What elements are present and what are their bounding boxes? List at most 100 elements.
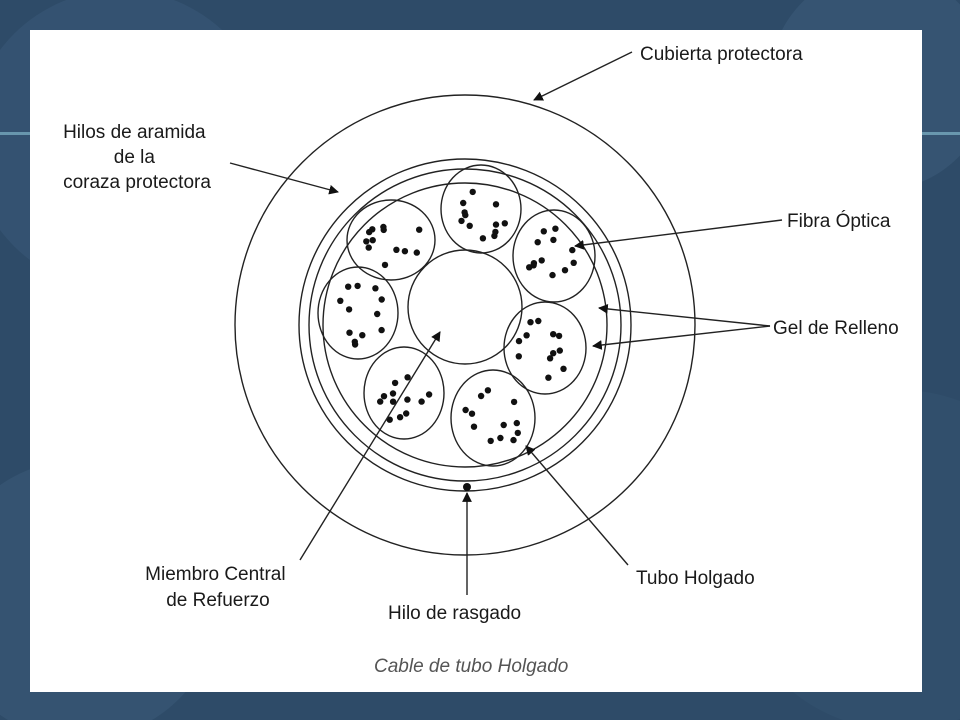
- optical-fiber: [569, 246, 576, 254]
- optical-fiber: [425, 391, 433, 398]
- optical-fiber: [354, 282, 361, 290]
- loose-tube-3: [512, 209, 596, 303]
- optical-fiber: [363, 238, 370, 245]
- arrow-fibra: [574, 219, 783, 250]
- central-strength-member: [407, 249, 523, 365]
- optical-fiber: [515, 353, 522, 360]
- outer-jacket-ring: [234, 94, 696, 556]
- optical-fiber: [510, 436, 517, 444]
- label-hilo: Hilo de rasgado: [388, 603, 521, 624]
- optical-fiber: [526, 264, 533, 271]
- optical-fiber: [404, 396, 411, 403]
- cable-cross-section-diagram: Cubierta protectora Hilos de aramida de …: [63, 44, 899, 677]
- optical-fiber: [470, 423, 478, 430]
- optical-fiber: [345, 283, 352, 290]
- label-miembro-line2: de Refuerzo: [166, 590, 270, 611]
- optical-fiber: [545, 374, 552, 381]
- loose-tube-2: [440, 164, 522, 254]
- rip-cord: [463, 483, 471, 491]
- optical-fiber: [403, 410, 410, 417]
- optical-fiber: [389, 390, 397, 397]
- optical-fiber: [513, 419, 520, 427]
- optical-fiber: [461, 209, 468, 216]
- optical-fiber: [550, 350, 557, 357]
- optical-fiber: [458, 217, 465, 225]
- optical-fiber: [365, 244, 372, 251]
- optical-fiber: [561, 267, 569, 274]
- arrow-cubierta: [533, 51, 633, 101]
- optical-fiber: [540, 228, 547, 235]
- label-aramida-line1: Hilos de aramida: [63, 122, 206, 143]
- optical-fiber: [492, 228, 499, 236]
- optical-fiber: [535, 317, 542, 325]
- arrow-tubo: [525, 445, 629, 566]
- optical-fiber: [552, 225, 559, 232]
- optical-fiber: [418, 398, 425, 405]
- optical-fiber: [469, 188, 476, 196]
- diagram-panel: Cubierta protectora Hilos de aramida de …: [30, 30, 922, 692]
- optical-fiber: [492, 221, 500, 228]
- arrow-gel-2: [592, 325, 771, 350]
- optical-fiber: [560, 365, 567, 372]
- optical-fiber: [530, 260, 538, 267]
- loose-tube-7: [450, 369, 536, 467]
- optical-fiber: [369, 237, 376, 244]
- optical-fiber: [497, 434, 504, 442]
- diagram-caption: Cable de tubo Holgado: [374, 656, 568, 677]
- optical-fiber: [366, 228, 373, 236]
- label-tubo: Tubo Holgado: [636, 568, 755, 589]
- optical-fiber: [556, 347, 563, 354]
- label-gel: Gel de Relleno: [773, 318, 899, 339]
- optical-fiber: [381, 261, 389, 269]
- optical-fiber: [477, 392, 485, 400]
- optical-fiber: [380, 393, 388, 400]
- optical-fiber: [510, 398, 518, 406]
- optical-fiber: [514, 429, 521, 437]
- loose-tube-1: [346, 199, 436, 281]
- optical-fiber: [546, 355, 554, 362]
- optical-fiber: [550, 236, 557, 244]
- loose-tube-5: [503, 301, 587, 395]
- optical-fiber: [570, 259, 577, 266]
- optical-fiber: [527, 319, 534, 326]
- optical-fiber: [374, 310, 381, 318]
- optical-fiber: [413, 249, 420, 256]
- optical-fiber: [404, 374, 411, 381]
- label-miembro: Miembro Central de Refuerzo: [145, 564, 291, 611]
- gel-ring: [322, 182, 608, 468]
- label-cubierta: Cubierta protectora: [640, 44, 803, 65]
- optical-fiber: [492, 201, 500, 208]
- optical-fiber: [555, 332, 563, 340]
- label-aramida: Hilos de aramida de la coraza protectora: [63, 122, 211, 193]
- aramid-outer-ring: [298, 158, 632, 492]
- optical-fiber: [377, 398, 384, 405]
- optical-fiber: [389, 398, 397, 405]
- optical-fiber: [549, 271, 556, 279]
- optical-fiber: [393, 246, 400, 253]
- optical-fiber: [515, 337, 523, 345]
- optical-fiber: [346, 329, 353, 336]
- optical-fiber: [378, 326, 385, 334]
- optical-fiber: [534, 239, 541, 246]
- label-miembro-line1: Miembro Central: [145, 564, 285, 585]
- optical-fiber: [460, 199, 467, 207]
- optical-fiber: [479, 235, 487, 242]
- label-aramida-line2: de la: [114, 147, 156, 168]
- arrow-gel-1: [598, 304, 771, 327]
- optical-fiber: [401, 248, 409, 255]
- optical-fiber: [345, 306, 353, 313]
- optical-fiber: [462, 406, 469, 414]
- optical-fiber: [550, 331, 557, 338]
- optical-fiber: [386, 416, 393, 423]
- optical-fiber: [359, 332, 366, 339]
- optical-fiber: [487, 437, 494, 445]
- optical-fiber: [484, 387, 492, 394]
- optical-fiber: [466, 222, 473, 229]
- optical-fiber: [396, 414, 404, 421]
- optical-fiber: [351, 341, 359, 348]
- loose-tube-6: [363, 346, 445, 440]
- optical-fiber: [416, 226, 423, 233]
- optical-fiber: [391, 379, 399, 387]
- optical-fiber: [501, 220, 508, 227]
- optical-fiber: [538, 257, 545, 264]
